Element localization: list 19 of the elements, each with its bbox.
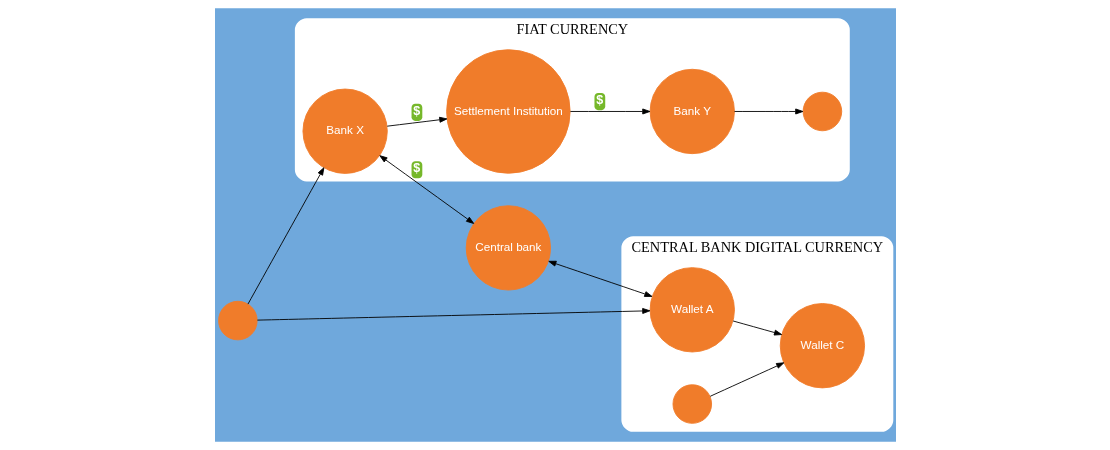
node-circle: Bank Y — [649, 68, 735, 155]
node-circle: Wallet C — [779, 303, 865, 389]
edge-label: $ — [412, 103, 420, 118]
node-circle: Settlement Institution — [445, 49, 571, 174]
arrow — [378, 155, 474, 224]
node-person — [672, 384, 712, 424]
arrow — [247, 167, 324, 305]
node-person — [802, 91, 842, 132]
arrow — [732, 320, 782, 336]
arrow — [709, 362, 784, 397]
arrow — [569, 108, 650, 115]
edge-label: $ — [595, 93, 603, 108]
arrow — [386, 116, 447, 127]
arrow — [733, 108, 803, 115]
arrow — [547, 260, 652, 297]
arrow — [256, 308, 650, 321]
node-circle: Wallet A — [649, 267, 735, 353]
edge-label: $ — [412, 161, 420, 176]
node-person — [217, 300, 258, 341]
